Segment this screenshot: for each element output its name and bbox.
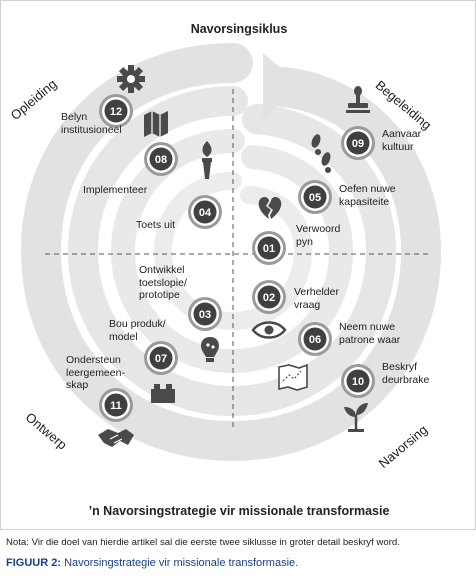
step-number-10: 10 — [352, 376, 364, 388]
step-number-02: 02 — [263, 292, 275, 304]
caption-text: Navorsingstrategie vir missionale transf… — [64, 557, 299, 569]
step-number-11: 11 — [110, 400, 122, 412]
step-label-11: Ondersteun leergemeen- skap — [66, 354, 125, 391]
stamp-icon — [346, 86, 370, 113]
step-number-05: 05 — [309, 192, 321, 204]
step-number-07: 07 — [155, 353, 167, 365]
bottom-title: ’n Navorsingstrategie vir missionale tra… — [88, 504, 390, 518]
figure-caption: FIGUUR 2: Navorsingstrategie vir mission… — [6, 557, 298, 569]
step-label-05: Oefen nuwe kapasiteite — [339, 183, 396, 208]
step-badge-11: 11 — [99, 388, 133, 422]
step-label-03: Ontwikkel toetslopie/ prototipe — [139, 264, 187, 301]
step-number-09: 09 — [352, 138, 364, 150]
step-badge-04: 04 — [188, 195, 222, 229]
step-badge-05: 05 — [298, 180, 332, 214]
step-badge-06: 06 — [298, 322, 332, 356]
lego-brick-icon — [151, 384, 175, 403]
step-label-08: Implementeer — [83, 184, 148, 196]
dashed-axes — [45, 89, 431, 429]
torch-icon — [202, 141, 212, 179]
top-title: Navorsingsiklus — [190, 22, 288, 36]
broken-heart-icon — [258, 197, 282, 219]
caption-label: FIGUUR 2: — [6, 557, 61, 569]
footprints-icon — [311, 134, 331, 173]
sprout-icon — [344, 403, 368, 432]
step-label-04: Toets uit — [136, 219, 176, 231]
step-badge-08: 08 — [144, 142, 178, 176]
step-number-06: 06 — [309, 334, 321, 346]
step-number-04: 04 — [199, 207, 212, 219]
spiral-arrowhead — [263, 53, 301, 119]
step-badge-10: 10 — [341, 364, 375, 398]
step-label-02: Verhelder vraag — [294, 286, 339, 311]
step-number-03: 03 — [199, 309, 211, 321]
step-label-01: Verwoord pyn — [296, 223, 341, 248]
map-icon — [278, 363, 308, 391]
figure-frame: 01 02 03 04 05 06 07 08 09 10 11 12 Navorsingsiklus… — [0, 0, 476, 530]
handshake-icon — [98, 429, 134, 447]
folded-map-icon — [144, 111, 168, 137]
spiral-diagram: 01 02 03 04 05 06 07 08 09 10 11 12 — [20, 43, 442, 462]
step-badges: 01 02 03 04 05 06 07 08 09 10 11 12 — [99, 94, 375, 422]
step-label-12: Belyn institusioneel — [61, 111, 122, 136]
step-label-06: Neem nuwe patrone waar — [339, 321, 401, 346]
step-label-09: Aanvaar kultuur — [382, 128, 422, 153]
figure-note: Nota: Vir die doel van hierdie artikel s… — [6, 537, 400, 548]
gear-icon — [117, 65, 145, 93]
step-number-08: 08 — [155, 154, 167, 166]
step-label-07: Bou produk/ model — [109, 318, 166, 343]
step-badge-09: 09 — [341, 126, 375, 160]
lightbulb-icon — [201, 337, 219, 362]
step-badge-03: 03 — [188, 297, 222, 331]
eye-icon — [251, 321, 287, 339]
step-number-12: 12 — [110, 106, 122, 118]
step-number-01: 01 — [263, 243, 275, 255]
step-badge-07: 07 — [144, 341, 178, 375]
step-badge-02: 02 — [252, 280, 286, 314]
step-label-10: Beskryf deurbrake — [382, 361, 430, 386]
step-badge-12: 12 — [99, 94, 133, 128]
step-badge-01: 01 — [252, 231, 286, 265]
